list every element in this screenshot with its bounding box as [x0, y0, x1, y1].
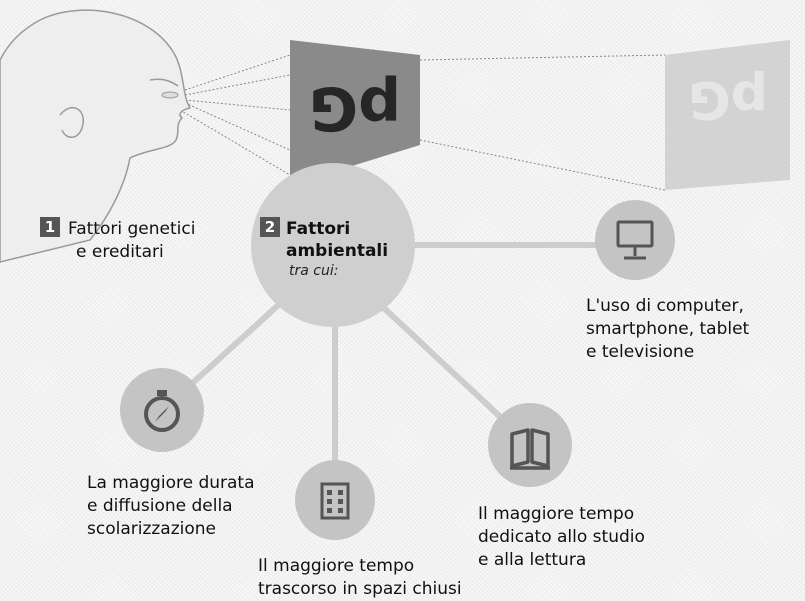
factor2-line2: ambientali	[286, 241, 389, 261]
item-line: Il maggiore tempo	[258, 556, 415, 576]
item-label-indoors: Il maggiore tempo trascorso in spazi chi…	[258, 555, 462, 601]
sight-lines	[179, 54, 666, 191]
factor1-line2: e ereditari	[76, 242, 164, 262]
item-label-reading: Il maggiore tempo dedicato allo studio e…	[478, 503, 645, 572]
item-line: smartphone, tablet	[586, 319, 750, 339]
item-line: e diffusione della	[87, 496, 233, 516]
hub-node	[251, 163, 415, 327]
factor2-title: 2 Fattori ambientali	[260, 217, 400, 262]
item-line: dedicato allo studio	[478, 527, 645, 547]
building-icon	[320, 482, 350, 520]
item-label-screens: L'uso di computer, smartphone, tablet e …	[586, 295, 749, 364]
item-line: Il maggiore tempo	[478, 504, 635, 524]
node-indoors	[295, 460, 375, 540]
item-line: La maggiore durata	[87, 473, 255, 493]
item-line: scolarizzazione	[87, 519, 217, 539]
factor2-subtitle: tra cui:	[289, 263, 339, 279]
factor1-line1: Fattori genetici	[68, 219, 196, 239]
node-schooling	[120, 368, 204, 452]
human-head	[0, 9, 192, 263]
near-billboard	[290, 40, 420, 185]
item-line: e alla lettura	[478, 550, 587, 570]
monitor-icon	[616, 220, 654, 260]
item-line: e televisione	[586, 342, 695, 362]
factor1-label: 1 Fattori genetici e ereditari	[40, 217, 195, 264]
item-line: L'uso di computer,	[586, 296, 744, 316]
item-label-schooling: La maggiore durata e diffusione della sc…	[87, 472, 255, 541]
book-icon	[510, 428, 550, 470]
far-billboard	[665, 40, 790, 190]
node-reading	[488, 403, 572, 487]
compass-icon	[144, 390, 180, 432]
far-billboard-glyph: pG	[688, 69, 768, 129]
node-screens	[595, 200, 675, 280]
factor2-line1: Fattori	[286, 219, 351, 239]
item-line: trascorso in spazi chiusi	[258, 579, 462, 599]
near-billboard-glyph: pG	[309, 73, 401, 143]
factor1-number-badge: 1	[40, 217, 60, 237]
factor2-number-badge: 2	[260, 217, 280, 237]
